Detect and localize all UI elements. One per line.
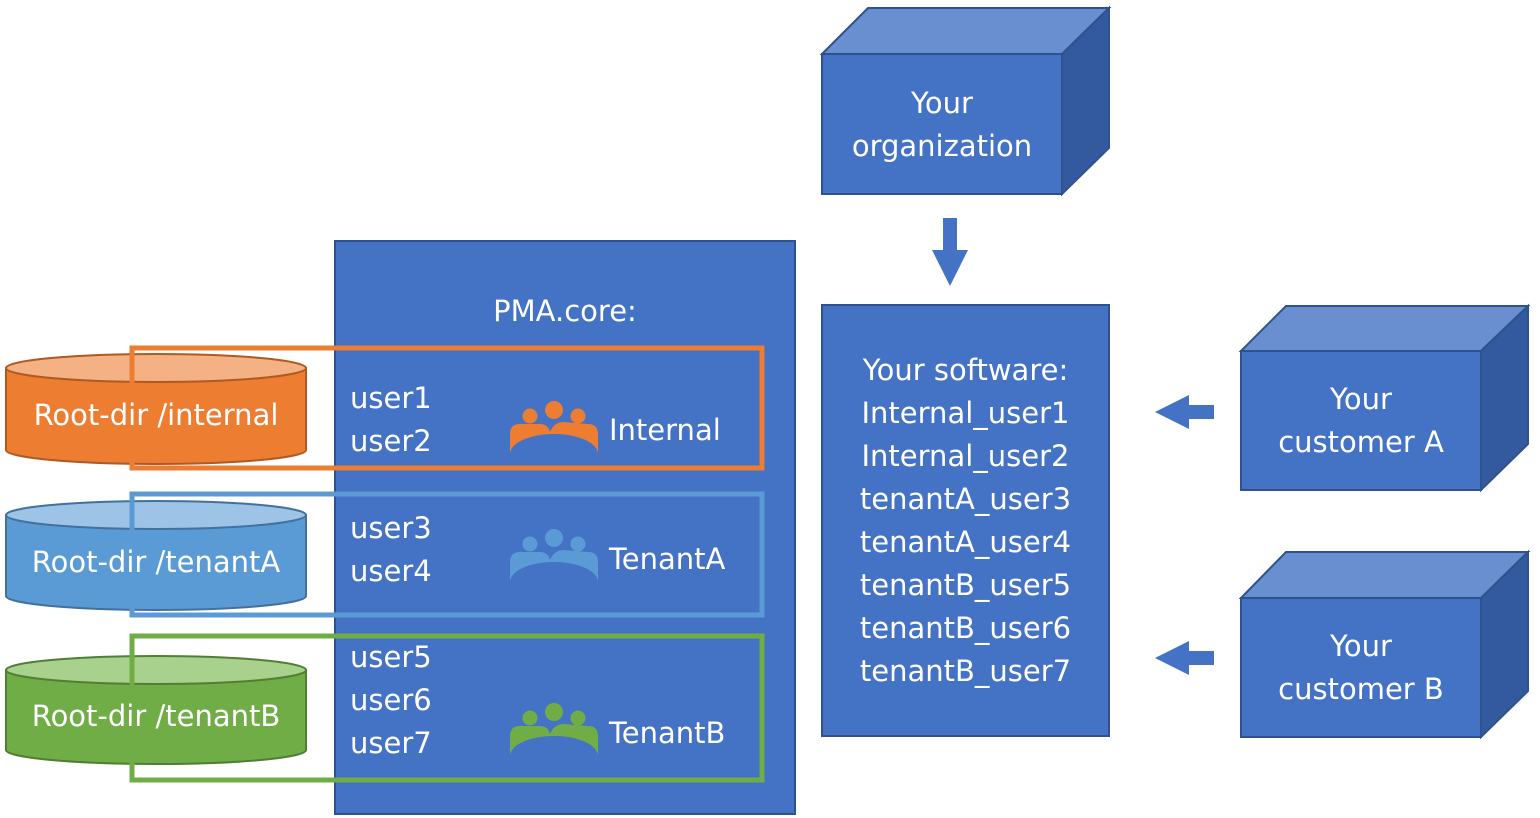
- group-name-tenantB: TenantB: [609, 716, 726, 750]
- list-item: Internal_user2: [861, 439, 1070, 473]
- tenantB-user-list: user5 user6 user7: [350, 636, 432, 765]
- customer-b-label: Your customer B: [1278, 629, 1444, 706]
- cylinder-tenantA: [5, 500, 307, 611]
- list-item: tenantB_user6: [859, 611, 1072, 645]
- group-frame-tenantB: [129, 633, 765, 783]
- list-item: tenantA_user3: [859, 482, 1072, 516]
- list-item: tenantA_user4: [859, 525, 1072, 559]
- pma-core-title: PMA.core:: [493, 294, 637, 328]
- organization-box: [819, 5, 1112, 197]
- list-item: tenantB_user5: [859, 568, 1072, 602]
- left-arrow-icon-customer-a: [1155, 395, 1214, 429]
- software-user-list: Your software: Internal_user1 Internal_u…: [822, 349, 1109, 693]
- list-item: user6: [350, 683, 432, 717]
- list-item: Internal_user1: [861, 396, 1070, 430]
- list-item: user3: [350, 511, 432, 545]
- cylinder-internal: [5, 353, 307, 465]
- customer-a-box: [1238, 303, 1531, 493]
- group-name-internal: Internal: [609, 413, 721, 447]
- cylinder-tenantB: [5, 655, 307, 765]
- internal-user-list: user1 user2: [350, 377, 432, 463]
- customer-a-label: Your customer A: [1278, 382, 1444, 459]
- customer-b-box: [1238, 549, 1531, 740]
- list-item: user1: [350, 381, 432, 415]
- group-name-tenantA: TenantA: [609, 542, 726, 576]
- group-frame-tenantA: [129, 491, 765, 618]
- group-frame-internal: [129, 345, 765, 471]
- software-box: [821, 304, 1110, 737]
- root-dir-tenantA-label: Root-dir /tenantA: [31, 545, 281, 579]
- tenantA-user-list: user3 user4: [350, 507, 432, 593]
- list-item: tenantB_user7: [859, 654, 1072, 688]
- list-item: user7: [350, 726, 432, 760]
- organization-label: Your organization: [851, 86, 1033, 163]
- list-item: user2: [350, 424, 432, 458]
- down-arrow-icon: [932, 218, 968, 286]
- pma-core-box: [334, 240, 796, 815]
- list-item: user5: [350, 640, 432, 674]
- root-dir-internal-label: Root-dir /internal: [33, 398, 279, 432]
- left-arrow-icon-customer-b: [1155, 641, 1214, 675]
- root-dir-tenantB-label: Root-dir /tenantB: [31, 699, 281, 733]
- list-item: user4: [350, 554, 432, 588]
- software-title: Your software:: [862, 353, 1069, 387]
